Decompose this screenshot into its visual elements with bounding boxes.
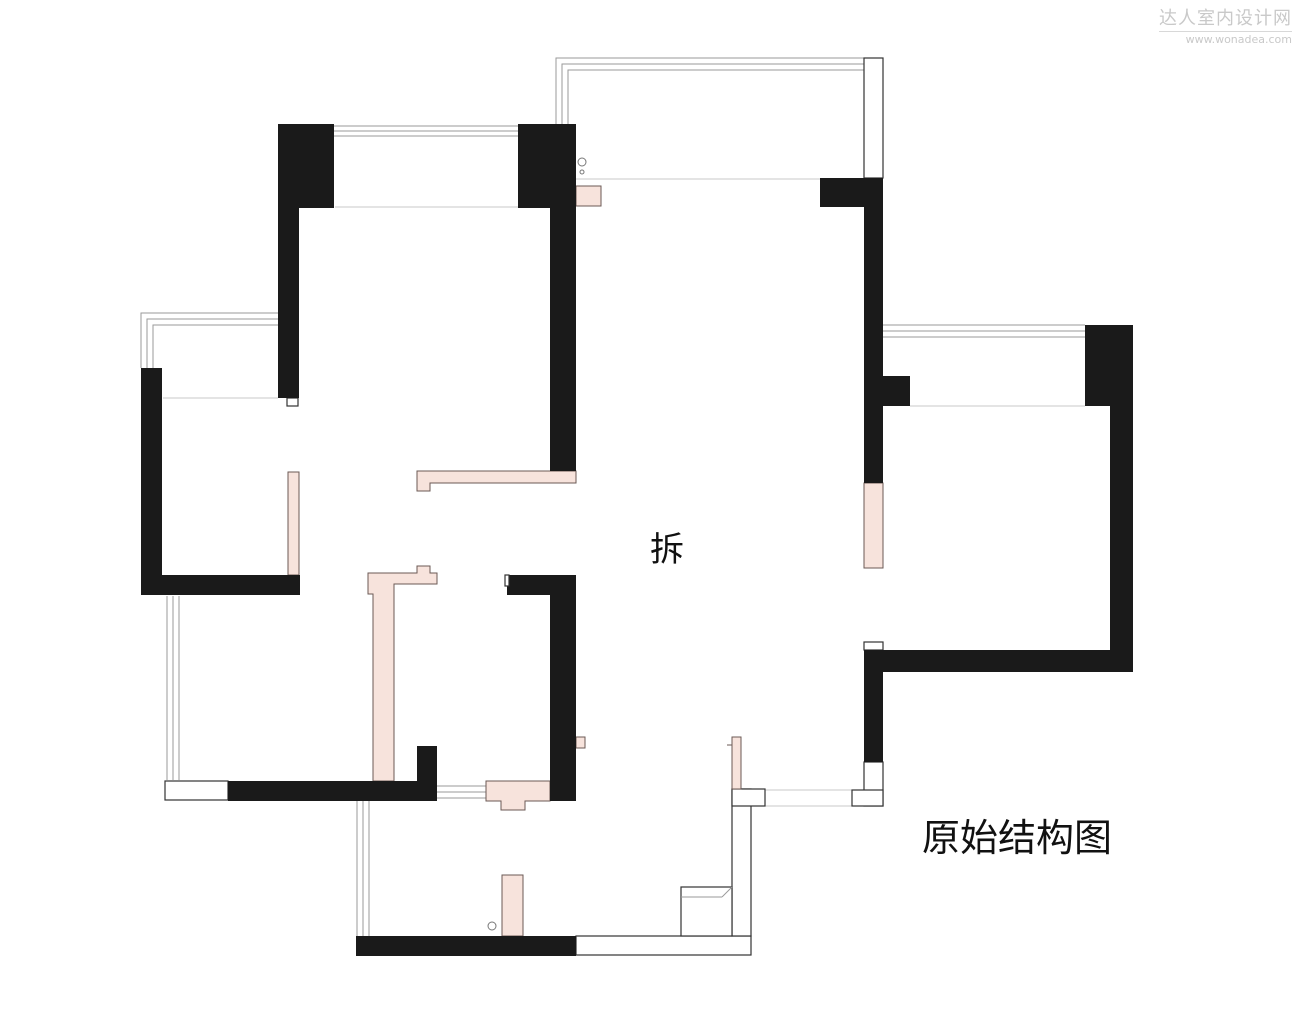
opening-lines	[163, 178, 1085, 807]
door-stub	[504, 574, 510, 587]
demolished-wall	[575, 185, 602, 207]
demolished-wall	[727, 736, 742, 790]
bearing-wall	[550, 124, 576, 471]
outlined-wall	[286, 397, 299, 407]
outlined-wall	[863, 641, 884, 651]
bottom-balcony-rail	[356, 800, 370, 936]
demolished-wall	[416, 470, 577, 492]
outlined-wall	[863, 57, 884, 179]
bearing-wall	[1110, 325, 1133, 672]
lower-left-rail	[166, 596, 180, 780]
demolished-wall	[485, 780, 551, 811]
bearing-wall	[141, 368, 162, 595]
watermark-url: www.wonadea.com	[1159, 31, 1292, 46]
left-balcony-rail	[140, 312, 278, 368]
outlined-wall	[164, 780, 229, 801]
demolished-wall	[501, 874, 524, 937]
demolished-wall	[287, 471, 300, 576]
drain-icon	[577, 157, 587, 167]
shaft-line	[721, 886, 733, 898]
bearing-wall	[278, 124, 299, 398]
top-balcony-rail	[555, 57, 864, 127]
watermark-name: 达人室内设计网	[1159, 8, 1292, 29]
drain-icon	[579, 169, 585, 175]
watermark: 达人室内设计网 www.wonadea.com	[1159, 4, 1292, 46]
bearing-wall	[864, 376, 910, 406]
bearing-wall	[141, 575, 300, 595]
demolished-wall	[575, 736, 586, 749]
bedroom-top-rail	[333, 125, 518, 137]
bearing-wall	[550, 575, 576, 801]
bearing-wall	[864, 178, 883, 483]
bearing-wall	[356, 936, 576, 956]
outlined-wall	[731, 788, 766, 807]
demolish-label: 拆	[650, 530, 684, 570]
right-balcony-rail	[883, 324, 1085, 338]
drain-icon	[487, 921, 497, 931]
demolished-walls	[287, 185, 884, 937]
outlined-wall	[731, 788, 752, 937]
plan-title: 原始结构图	[922, 816, 1113, 860]
demolished-wall	[367, 565, 438, 782]
outlined-wall	[575, 935, 752, 956]
balcony-railings	[140, 57, 1085, 936]
demolished-wall	[863, 482, 884, 569]
bearing-wall	[228, 781, 437, 801]
outlined-walls	[164, 57, 884, 956]
fixtures	[487, 157, 587, 931]
outlined-wall	[851, 789, 884, 807]
bearing-wall	[864, 650, 1133, 672]
bearing-walls	[141, 124, 1133, 956]
bearing-wall	[864, 650, 883, 762]
doorway-rail	[437, 785, 486, 799]
